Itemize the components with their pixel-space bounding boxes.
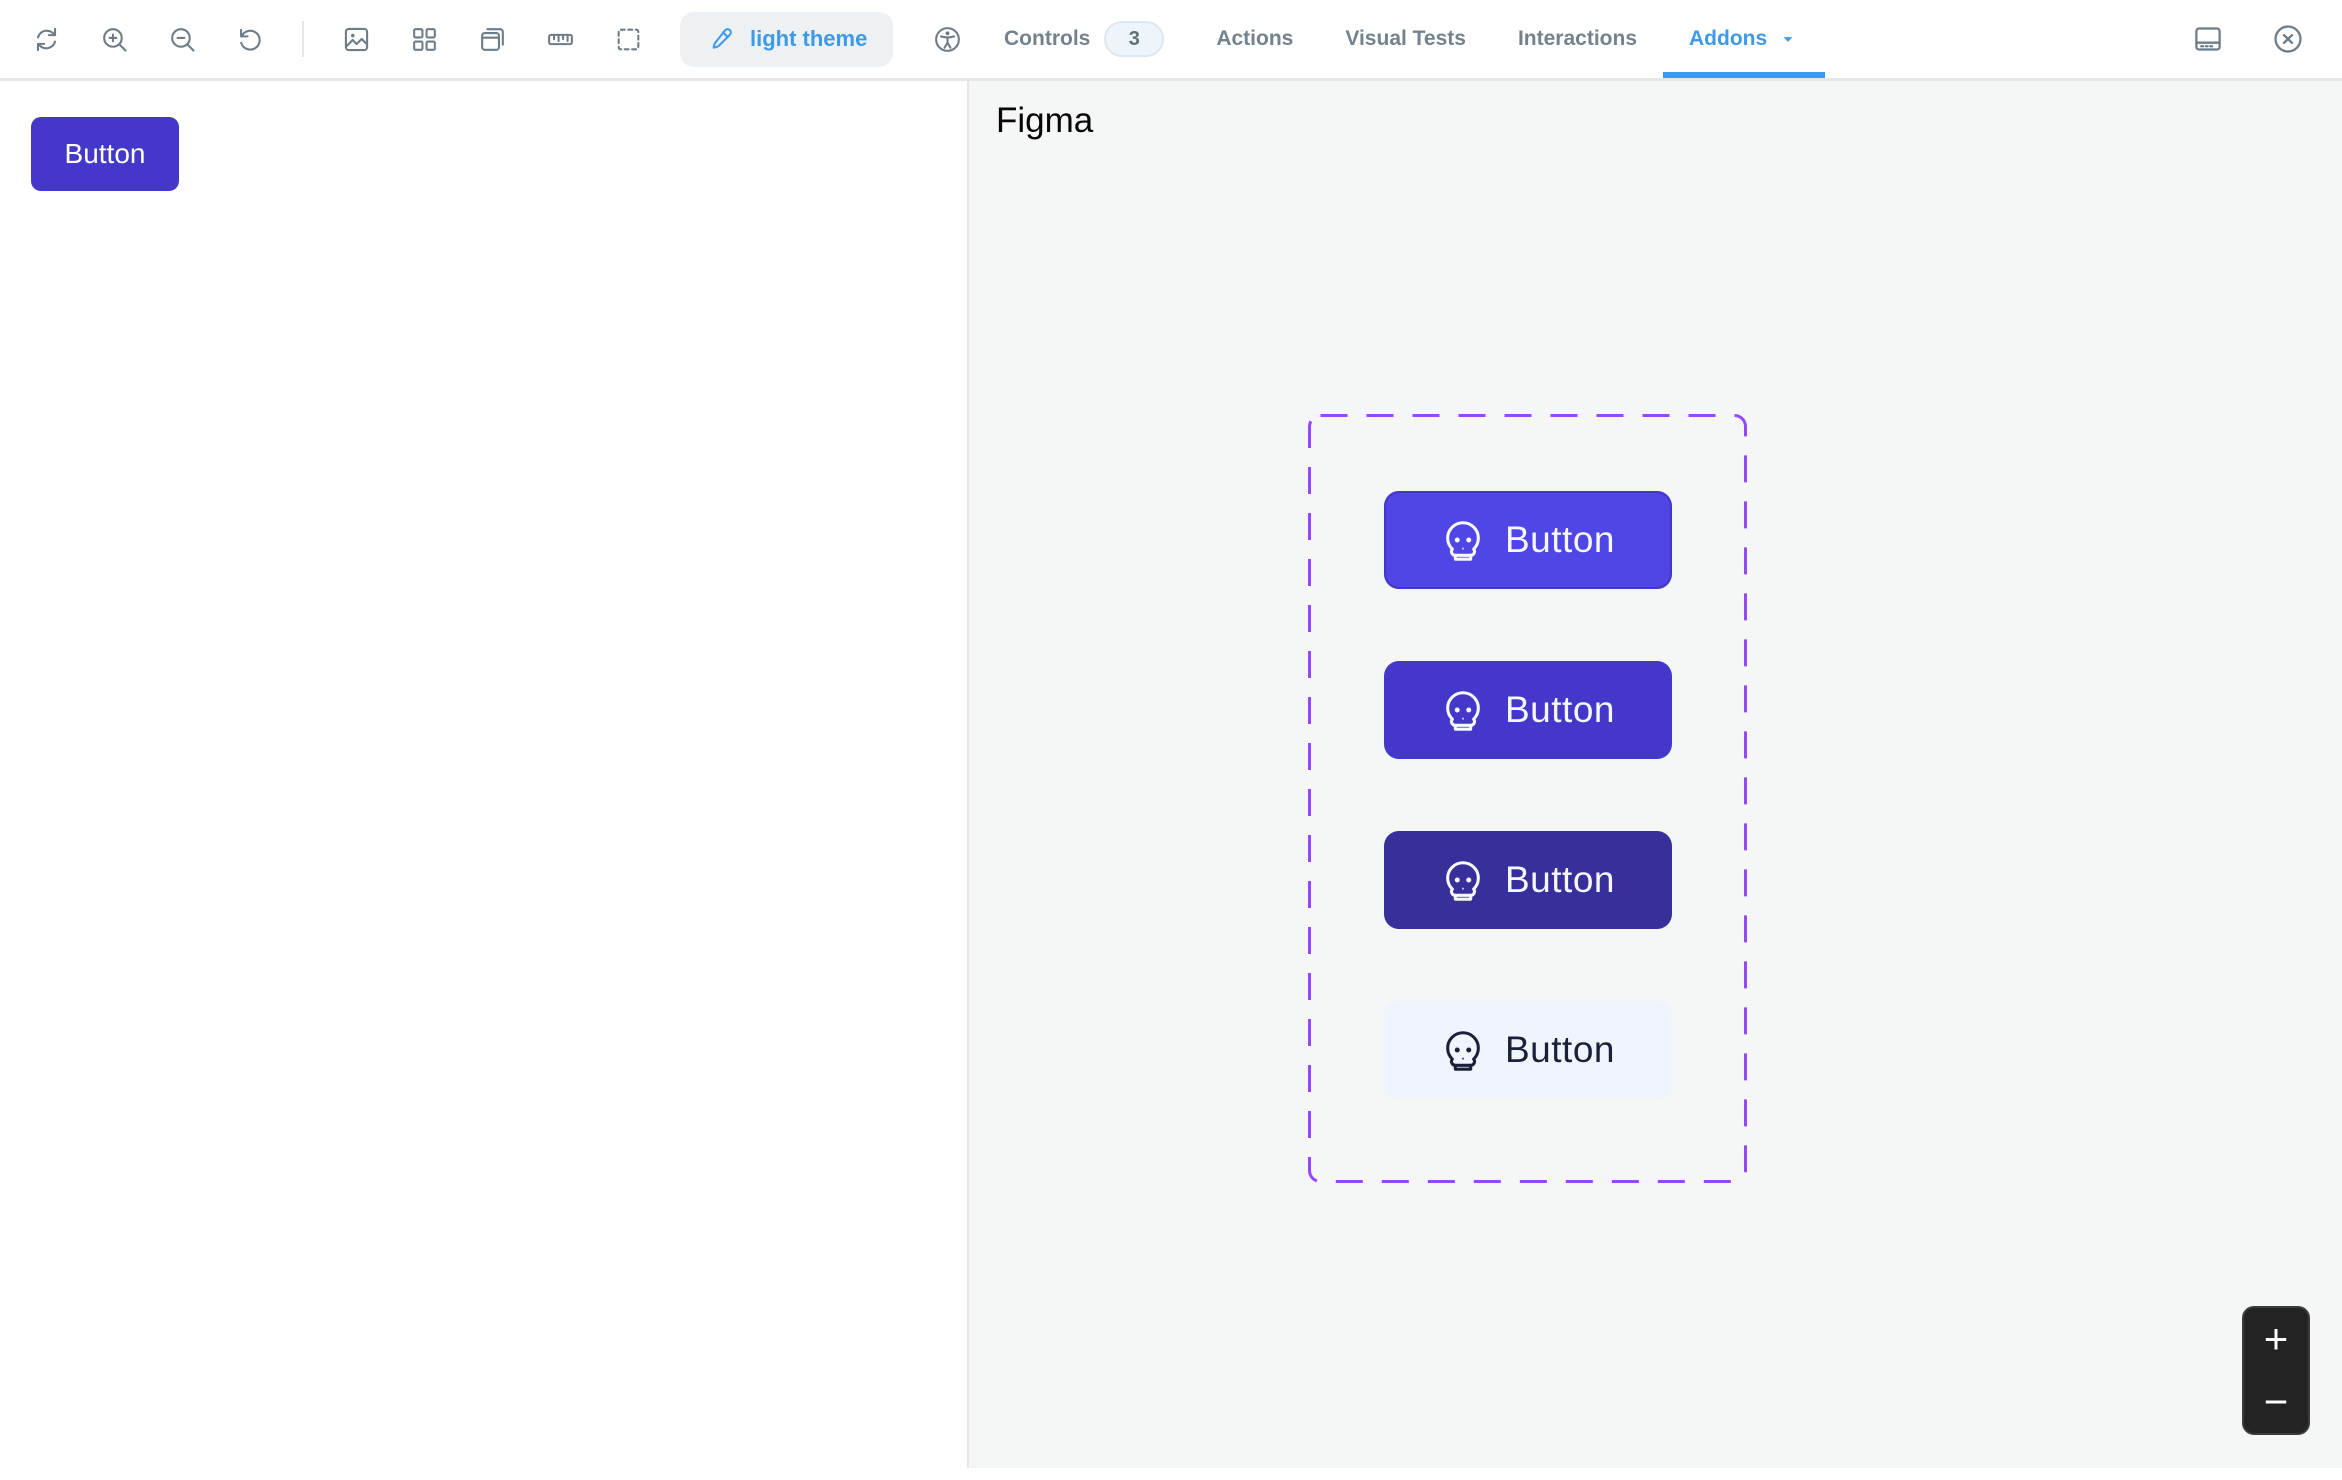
tab-visual-tests-label: Visual Tests bbox=[1345, 27, 1466, 50]
figma-button-deep: Button bbox=[1383, 831, 1672, 929]
measure-button[interactable] bbox=[534, 13, 586, 65]
toolbar: light theme Controls 3 Actions bbox=[0, 0, 2342, 81]
tab-addons[interactable]: Addons bbox=[1663, 0, 1826, 78]
backgrounds-button[interactable] bbox=[330, 13, 382, 65]
panel-title: Figma bbox=[996, 101, 1094, 140]
close-icon bbox=[2274, 25, 2302, 53]
viewport-button[interactable] bbox=[466, 13, 518, 65]
toolbar-divider bbox=[302, 21, 304, 57]
figma-button-primary: Button bbox=[1383, 491, 1672, 589]
figma-zoom-out-button[interactable]: − bbox=[2263, 1377, 2289, 1425]
skull-icon bbox=[1446, 1031, 1480, 1071]
image-icon bbox=[344, 27, 368, 51]
active-tab-underline bbox=[1663, 72, 1826, 78]
figma-button-primary-dark: Button bbox=[1383, 661, 1672, 759]
skull-icon bbox=[1446, 521, 1480, 561]
accessibility-button[interactable] bbox=[921, 13, 973, 65]
figma-frame-border bbox=[1308, 414, 1747, 1183]
story-button[interactable]: Button bbox=[31, 117, 179, 191]
story-button-label: Button bbox=[64, 138, 146, 169]
remount-button[interactable] bbox=[20, 13, 72, 65]
figma-button-light: Button bbox=[1383, 1001, 1672, 1099]
viewport-icon bbox=[480, 27, 504, 51]
addon-panel: Figma Button bbox=[967, 81, 2342, 1468]
canvas-toolbar: light theme bbox=[0, 0, 973, 78]
skull-icon bbox=[1446, 861, 1480, 901]
grid-button[interactable] bbox=[398, 13, 450, 65]
figma-zoom-in-button[interactable]: + bbox=[2263, 1315, 2289, 1363]
story-canvas: Button bbox=[0, 81, 967, 1480]
close-panel-button[interactable] bbox=[2262, 13, 2314, 65]
figma-button-label: Button bbox=[1505, 519, 1615, 560]
tab-visual-tests[interactable]: Visual Tests bbox=[1319, 0, 1492, 78]
theme-toggle-label: light theme bbox=[750, 26, 868, 51]
addon-tabs: Controls 3 Actions Visual Tests Interact… bbox=[967, 0, 1826, 78]
outline-button[interactable] bbox=[602, 13, 654, 65]
tab-actions[interactable]: Actions bbox=[1190, 0, 1319, 78]
figma-button-label: Button bbox=[1505, 859, 1615, 900]
grid-icon bbox=[412, 27, 436, 51]
theme-toggle-button[interactable]: light theme bbox=[680, 11, 894, 67]
figma-design-frame: Button Button bbox=[1308, 414, 1747, 1183]
figma-button-label: Button bbox=[1505, 1029, 1615, 1070]
zoom-reset-icon bbox=[239, 28, 261, 51]
zoom-out-button[interactable] bbox=[156, 13, 208, 65]
zoom-reset-button[interactable] bbox=[224, 13, 276, 65]
remount-icon bbox=[36, 27, 56, 51]
paintbrush-icon bbox=[712, 28, 732, 49]
ruler-icon bbox=[547, 33, 573, 45]
outline-icon bbox=[617, 28, 639, 50]
tab-controls-label: Controls bbox=[1004, 27, 1091, 50]
tab-controls[interactable]: Controls 3 bbox=[978, 0, 1190, 78]
tab-interactions[interactable]: Interactions bbox=[1492, 0, 1663, 78]
panel-bottom-icon bbox=[2195, 27, 2221, 51]
tab-addons-label: Addons bbox=[1689, 27, 1768, 50]
zoom-in-button[interactable] bbox=[88, 13, 140, 65]
panel-controls bbox=[2182, 0, 2342, 78]
chevron-down-icon bbox=[1777, 28, 1799, 50]
zoom-in-icon bbox=[102, 27, 127, 52]
figma-button-variants: Button Button bbox=[1308, 414, 1747, 1183]
accessibility-icon bbox=[934, 26, 960, 52]
addon-tabbar: Controls 3 Actions Visual Tests Interact… bbox=[967, 0, 2342, 78]
controls-count-badge: 3 bbox=[1104, 21, 1165, 57]
zoom-out-icon bbox=[170, 27, 195, 52]
figma-button-label: Button bbox=[1505, 689, 1615, 730]
tab-interactions-label: Interactions bbox=[1517, 27, 1637, 50]
panel-position-button[interactable] bbox=[2182, 13, 2234, 65]
tab-actions-label: Actions bbox=[1216, 27, 1294, 50]
figma-zoom-control: + − bbox=[2242, 1306, 2310, 1435]
skull-icon bbox=[1446, 691, 1480, 731]
